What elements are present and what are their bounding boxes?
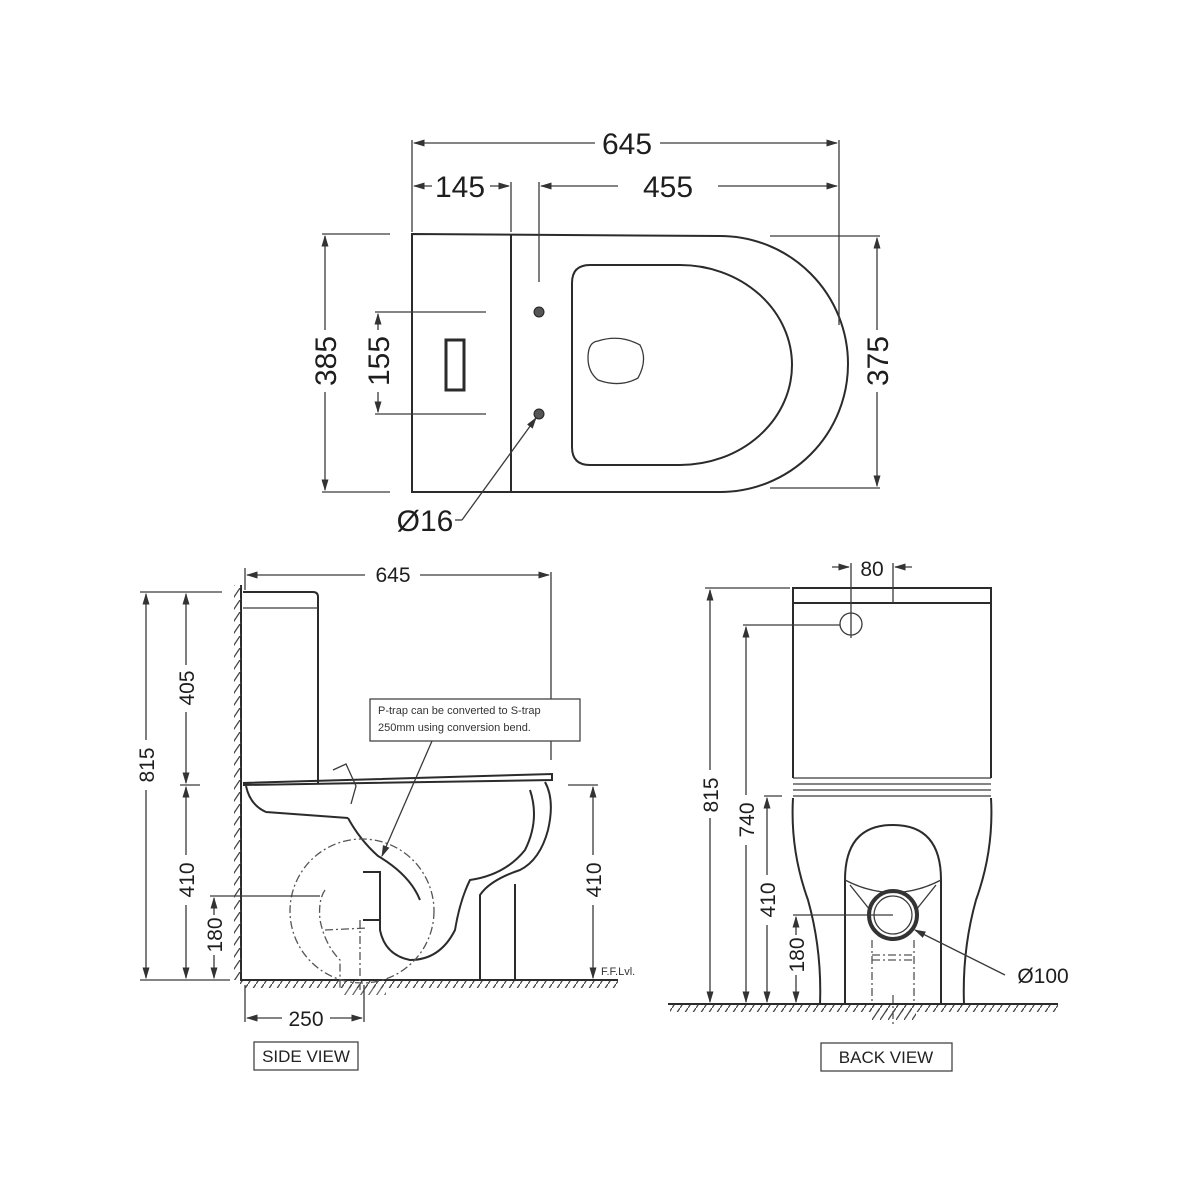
dim-side-outlet-setback: 250	[244, 985, 365, 1031]
side-view-title: SIDE VIEW	[262, 1047, 350, 1066]
dim-top-overall-width: 385	[310, 233, 390, 493]
dim-label: Ø16	[397, 505, 454, 538]
dim-label: 250	[288, 1008, 323, 1031]
dim-side-seat-height: 410	[176, 785, 199, 980]
dim-label: 645	[375, 564, 410, 587]
dim-side-tank-height: 405	[176, 592, 200, 786]
dim-label: 645	[602, 128, 652, 161]
dim-top-bowl-width: 375	[770, 235, 895, 489]
dim-top-hole-diameter: Ø16	[397, 417, 537, 538]
dim-back-outlet-height: 180	[786, 914, 893, 1004]
conversion-note-callout: P-trap can be converted to S-trap 250mm …	[369, 698, 581, 858]
dim-label: 410	[757, 882, 780, 917]
dim-side-overall-height: 815	[136, 591, 230, 981]
floor-level-label: F.F.Lvl.	[601, 966, 635, 978]
side-view: 645 815 405 410 180	[136, 564, 635, 1071]
dim-top-overall-length: 645	[411, 128, 840, 325]
wall-hatch	[234, 585, 242, 980]
dim-back-inlet-height: 740	[736, 624, 840, 1004]
back-view-title: BACK VIEW	[839, 1048, 933, 1067]
note-line-2: 250mm using conversion bend.	[378, 722, 531, 734]
dim-label: 405	[176, 670, 199, 705]
dim-top-tank-depth: 145	[412, 171, 512, 232]
floor-hatch-back	[668, 1003, 1058, 1012]
dim-label: 180	[204, 917, 227, 952]
dim-back-seat-height: 410	[757, 795, 782, 1004]
dim-side-outlet-height: 180	[204, 895, 320, 980]
top-view-outline	[411, 232, 849, 493]
dim-label: 410	[583, 862, 606, 897]
dim-label: 740	[736, 802, 759, 837]
side-view-title-box: SIDE VIEW	[253, 1041, 359, 1071]
dim-top-hole-to-front: 455	[538, 171, 839, 282]
note-line-1: P-trap can be converted to S-trap	[378, 705, 541, 717]
dim-back-outlet-diameter: Ø100	[913, 929, 1069, 988]
dim-side-seat-height-right: 410	[568, 784, 606, 980]
back-view-outline	[791, 587, 993, 1025]
dim-label: 455	[643, 171, 693, 204]
dim-back-inlet-offset: 80	[832, 558, 912, 638]
dim-label: 385	[310, 336, 343, 386]
dim-label: 410	[176, 862, 199, 897]
dim-label: 180	[786, 937, 809, 972]
dim-label: 815	[136, 747, 159, 782]
dim-label: 145	[435, 171, 485, 204]
back-view: 80 815 740 410 180	[668, 558, 1069, 1072]
dim-label: Ø100	[1017, 965, 1068, 988]
back-view-title-box: BACK VIEW	[820, 1042, 953, 1072]
dim-label: 375	[862, 336, 895, 386]
dim-label: 815	[700, 777, 723, 812]
floor-hatch	[240, 979, 618, 988]
dim-back-overall-height: 815	[700, 587, 790, 1004]
side-view-outline	[242, 591, 553, 995]
dim-top-hole-spacing: 155	[363, 311, 486, 415]
dim-label: 155	[363, 336, 396, 386]
top-view: 645 145 455 385	[310, 128, 895, 538]
dim-label: 80	[860, 558, 883, 581]
